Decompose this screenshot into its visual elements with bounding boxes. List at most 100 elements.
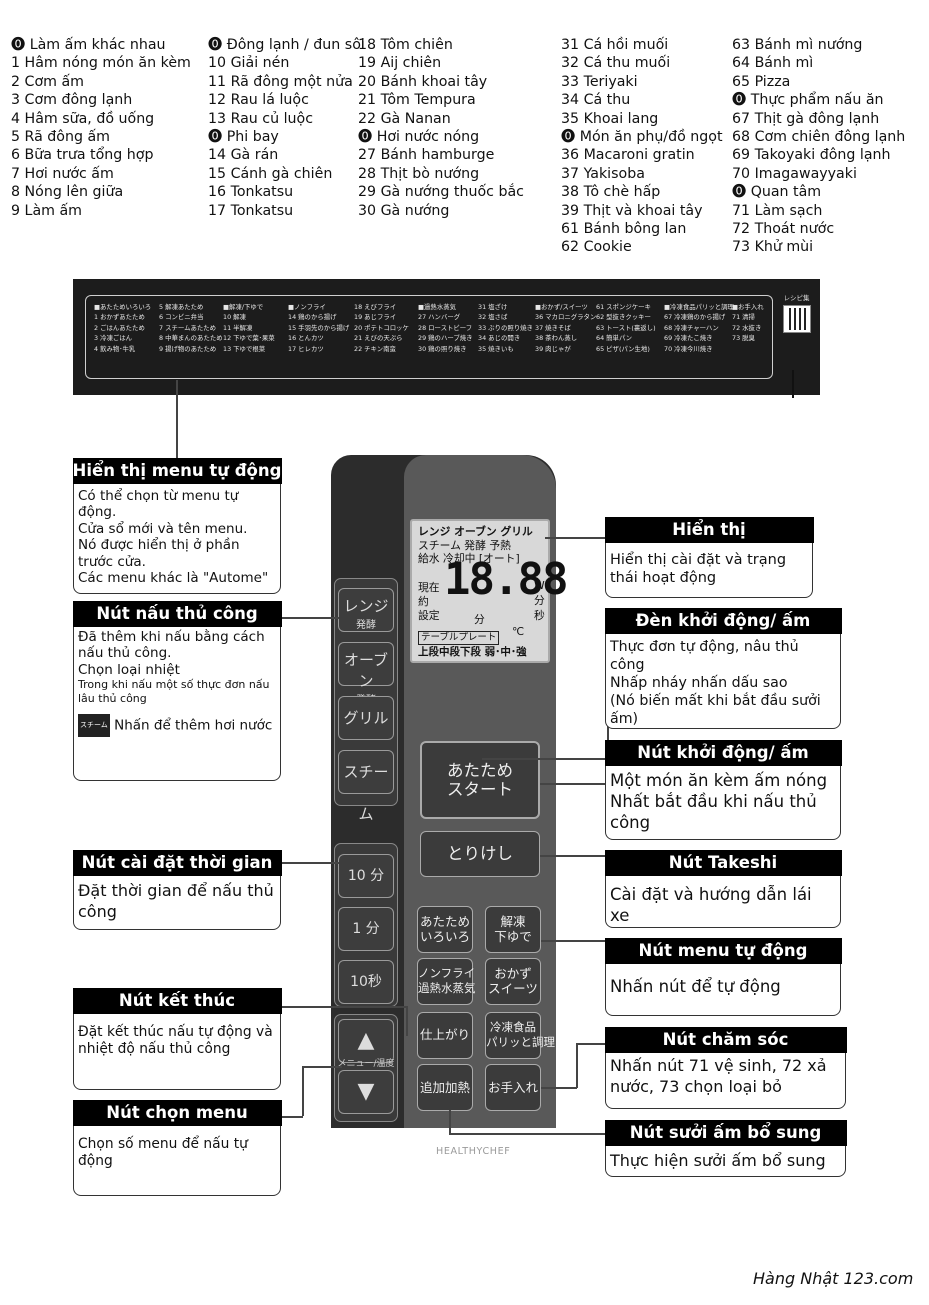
callout-title: Hiển thị menu tự động xyxy=(72,457,282,484)
callout-line: Thực đơn tự động, nâu thủ công xyxy=(610,638,799,673)
strip-item: 5 解凍あたため xyxy=(159,303,204,311)
strip-item: 22 チキン南蛮 xyxy=(354,344,396,353)
range-button[interactable]: レンジ発酵 xyxy=(338,588,394,632)
grill-button[interactable]: グリル xyxy=(338,696,394,740)
menu-item: 61 Bánh bông lan xyxy=(561,220,687,237)
menu-item: 68 Cơm chiên đông lạnh xyxy=(732,128,906,145)
callout-title: Nút sưởi ấm bổ sung xyxy=(604,1119,847,1146)
steam-button[interactable]: スチーム xyxy=(338,750,394,823)
menu-item: 11 Rã đông một nửa xyxy=(208,73,353,90)
callout-line: Một món ăn kèm ấm nóng xyxy=(610,770,828,790)
menu-item: 39 Thịt và khoai tây xyxy=(561,202,703,219)
side-dish-button[interactable]: おかず スイーツ xyxy=(485,958,541,1005)
menu-temp-label: メニュー/温度 xyxy=(337,1059,395,1069)
leader-manual xyxy=(279,617,339,619)
oven-button[interactable]: オーブン発酵 xyxy=(338,642,394,706)
menu-item: 69 Takoyaki đông lạnh xyxy=(732,147,891,164)
callout-line: Có thể chọn từ menu tự động. xyxy=(78,487,239,521)
callout-line: Đặt thời gian để nấu thủ công xyxy=(78,880,274,921)
warm-various-button[interactable]: あたため いろいろ xyxy=(417,906,473,953)
extra-heat-button[interactable]: 追加加熱 xyxy=(417,1064,473,1111)
menu-item: 35 Khoai lang xyxy=(561,110,659,127)
callout-small: Trong khi nấu một số thực đơn nấu lâu th… xyxy=(78,678,270,705)
menu-item: 34 Cá thu xyxy=(561,92,631,109)
callout-takeshi: Nút Takeshi Cài đặt và hướng dẫn lái xe xyxy=(604,849,842,928)
menu-item: 31 Cá hồi muối xyxy=(561,37,669,53)
strip-item: 17 ヒレカツ xyxy=(288,344,324,353)
menu-item: 19 Aij chiên xyxy=(358,55,442,72)
menu-item: 2 Cơm ấm xyxy=(11,73,84,90)
callout-title: Nút Takeshi xyxy=(604,849,842,876)
defrost-button[interactable]: 解凍 下ゆで xyxy=(485,906,541,953)
ten-minutes-button[interactable]: 10 分 xyxy=(338,854,394,898)
callout-line: (Nó biến mất khi bắt đầu sưởi ấm) xyxy=(610,692,821,727)
lcd-unit-sec: 秒 xyxy=(534,609,545,622)
callout-start-lamp: Đèn khởi động/ ấm Thực đơn tự động, nâu … xyxy=(604,607,842,729)
callout-line: Nó được hiển thị ở phần trước cửa. xyxy=(78,537,240,570)
menu-item: ⓿ Làm ấm khác nhau xyxy=(11,37,166,53)
up-arrow-button[interactable]: ▲ xyxy=(338,1019,394,1063)
one-minute-button[interactable]: 1 分 xyxy=(338,907,394,951)
menu-item: 22 Gà Nanan xyxy=(358,110,451,127)
callout-title: Nút khởi động/ ấm xyxy=(604,739,842,766)
callout-start-button: Nút khởi động/ ấm Một món ăn kèm ấm nóng… xyxy=(604,739,842,840)
strip-item: 18 えびフライ xyxy=(354,303,397,311)
callout-display: Hiển thị Hiển thị cài đặt và trạng thái … xyxy=(604,516,814,598)
ten-seconds-button[interactable]: 10秒 xyxy=(338,960,394,1004)
menu-item: 18 Tôm chiên xyxy=(358,37,453,53)
strip-item: 72 水抜き xyxy=(732,323,762,332)
callout-title: Nút chọn menu xyxy=(72,1099,282,1126)
strip-item: 34 あじの開き xyxy=(478,334,521,343)
strip-item: 19 あじフライ xyxy=(354,313,397,322)
menu-item: 67 Thịt gà đông lạnh xyxy=(732,110,880,127)
steam-note: スチーム Nhấn để thêm hơi nước xyxy=(78,714,276,737)
lcd-unit-min: 分 xyxy=(534,594,545,607)
recipe-qr: レシピ集 xyxy=(781,292,812,352)
strip-item: 70 冷凍今川焼き xyxy=(664,344,713,353)
menu-item: ⓿ Phi bay xyxy=(208,128,279,145)
finish-button[interactable]: 仕上がり xyxy=(417,1012,473,1059)
strip-item: 69 冷凍たこ焼き xyxy=(664,334,713,343)
nonfry-button[interactable]: ノンフライ 過熱水蒸気 xyxy=(417,958,476,1005)
frozen-food-button[interactable]: 冷凍食品 パリッと調理 xyxy=(485,1012,555,1059)
strip-item: 12 下ゆで葉･果菜 xyxy=(223,334,275,343)
lcd-unit-w: W xyxy=(534,579,545,592)
menu-item: 30 Gà nướng xyxy=(358,202,450,219)
menu-item: 8 Nóng lên giữa xyxy=(11,184,124,201)
menu-item: 36 Macaroni gratin xyxy=(561,147,695,164)
leader-menu-h xyxy=(302,1066,342,1068)
leader-extra-v xyxy=(449,1110,451,1134)
start-button[interactable]: あたため スタート xyxy=(420,741,540,819)
callout-time-set: Nút cài đặt thời gian Đặt thời gian để n… xyxy=(72,849,282,930)
strip-item: ■冷凍食品パリッと調理 xyxy=(664,303,734,311)
leader-start xyxy=(540,783,607,785)
callout-title: Nút cài đặt thời gian xyxy=(72,849,282,876)
cancel-button[interactable]: とりけし xyxy=(420,831,540,877)
menu-item: ⓿ Hơi nước nóng xyxy=(358,128,480,145)
down-arrow-button[interactable]: ▼ xyxy=(338,1070,394,1114)
callout-line: Hiển thị cài đặt và trạng thái hoạt động xyxy=(610,551,787,586)
leader-auto xyxy=(541,940,607,942)
menu-item: 37 Yakisoba xyxy=(561,165,645,182)
strip-item: ■あたためいろいろ xyxy=(94,303,152,311)
strip-item: 20 ポテトコロッケ xyxy=(354,323,409,332)
strip-item: ■ノンフライ xyxy=(288,303,326,311)
care-button[interactable]: お手入れ xyxy=(485,1064,541,1111)
steam-text: Nhấn để thêm hơi nước xyxy=(114,717,273,734)
callout-line: Nhất bắt đầu khi nấu thủ công xyxy=(610,791,817,832)
strip-item: 3 冷凍ごはん xyxy=(94,334,133,343)
strip-item: 14 鶏のから揚げ xyxy=(288,313,337,322)
strip-item: 15 手羽先のから揚げ xyxy=(288,323,350,332)
strip-item: 35 焼きいも xyxy=(478,344,514,353)
callout-extra-heat: Nút sưởi ấm bổ sung Thực hiện sưởi ấm bổ… xyxy=(604,1119,847,1177)
